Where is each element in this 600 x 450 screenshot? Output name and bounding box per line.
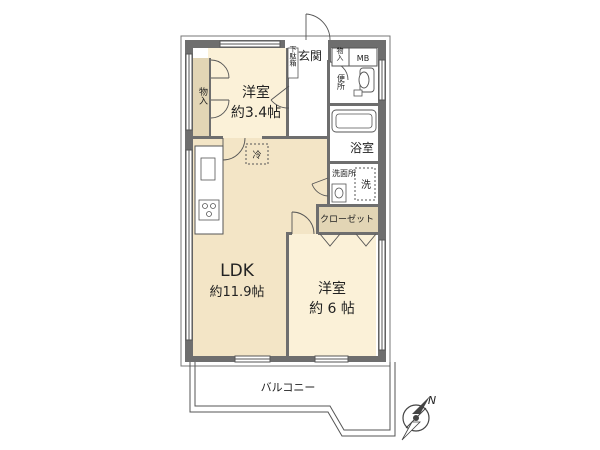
wash-basin (331, 183, 347, 203)
wall-small-room-south-a (193, 136, 223, 139)
kitchen-counter (194, 145, 224, 235)
balcony-inner-line (194, 362, 391, 431)
wall-large-room-west (286, 234, 289, 358)
shoe-rack-label: 下駄箱 (289, 46, 297, 68)
fridge-label: 冷 (252, 149, 261, 161)
compass-needle-icon (412, 396, 430, 414)
door-closet (319, 233, 377, 247)
compass-north-label: N (428, 394, 436, 407)
western-room-large-floor (289, 234, 376, 358)
wall-north-entry (330, 40, 380, 48)
compass (401, 396, 430, 441)
wall-wet-west (327, 60, 330, 206)
side-storage-floor (193, 58, 210, 138)
door-small-room (270, 85, 290, 109)
toilet-fixture (353, 67, 375, 97)
wall-closet-west (316, 204, 319, 234)
washroom-label: 洗面所 (332, 168, 356, 178)
wall-south-east (348, 356, 386, 362)
balcony-outline (189, 362, 396, 437)
wall-small-room-south-b (262, 136, 330, 139)
washer-space (354, 167, 376, 201)
wall-large-room-north-b (318, 232, 378, 235)
washer-label: 洗 (361, 179, 371, 191)
western-room-small-name: 洋室 (242, 84, 270, 101)
wall-toilet-bath (330, 103, 378, 106)
wall-entry-meter (328, 40, 331, 62)
toilet-label: 便所 (337, 73, 346, 91)
wall-small-room-east (286, 48, 289, 138)
door-entrance (305, 13, 331, 41)
bath-label: 浴室 (350, 140, 374, 155)
wall-large-room-north-a (286, 232, 292, 235)
ldk-name: LDK (220, 261, 255, 281)
western-room-large-name: 洋室 (318, 280, 346, 297)
meter-box-label: MB (357, 54, 369, 63)
wall-wash-closet (316, 204, 378, 207)
ldk-size: 約11.9帖 (210, 285, 265, 300)
wall-south-middle (270, 356, 315, 362)
fridge-space (245, 143, 269, 165)
balcony-label: バルコニー (261, 381, 316, 394)
closet-floor (318, 206, 378, 234)
bathtub (331, 109, 377, 133)
storage-side-label: 物入 (197, 86, 208, 105)
door-washroom (311, 177, 329, 197)
storage-entry-label: 物入 (336, 46, 344, 61)
closet-label: クローゼット (320, 213, 374, 225)
door-storage-side (210, 59, 230, 119)
wall-bath-wash (330, 161, 378, 164)
shoe-rack (287, 47, 299, 79)
storage-entry (331, 47, 350, 67)
wall-south-ldk (185, 356, 235, 362)
door-large-room (291, 211, 315, 235)
wall-storage-east (209, 58, 211, 138)
wall-east (378, 40, 386, 362)
entrance-label: 玄関 (298, 48, 322, 63)
western-room-large-size: 約 6 帖 (309, 301, 355, 317)
western-room-small-size: 約3.4帖 (231, 105, 281, 121)
outer-frame (180, 35, 391, 367)
